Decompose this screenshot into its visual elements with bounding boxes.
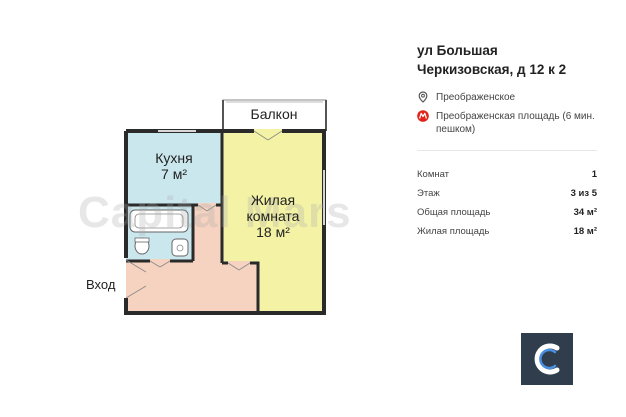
metro-row: Преображенская площадь (6 мин. пешком) [417, 110, 597, 136]
param-label: Общая площадь [417, 207, 491, 218]
param-row-floor: Этаж 3 из 5 [417, 184, 597, 203]
divider [417, 150, 597, 151]
bathtub-icon [129, 209, 189, 233]
balcony-area [222, 99, 327, 131]
param-value: 34 м² [573, 207, 597, 218]
floor-plan-drawing [124, 99, 327, 315]
kitchen-area [126, 131, 222, 205]
param-row-total-area: Общая площадь 34 м² [417, 203, 597, 222]
kitchen-label: Кухня 7 м² [126, 150, 222, 182]
param-label: Комнат [417, 169, 450, 180]
param-label: Этаж [417, 188, 440, 199]
district-name: Преображенское [436, 92, 516, 103]
address-title: ул Большая Черкизовская, д 12 к 2 [417, 43, 567, 77]
district-row: Преображенское [417, 91, 597, 104]
listing-info-panel: ул Большая Черкизовская, д 12 к 2 Преобр… [417, 41, 597, 241]
balcony-label: Балкон [250, 106, 298, 122]
param-value: 1 [591, 169, 597, 180]
metro-station: Преображенская площадь (6 мин. пешком) [436, 111, 595, 135]
param-value: 18 м² [573, 226, 597, 237]
living-room-name-line2: комната [246, 208, 300, 225]
entrance-label: Вход [86, 277, 116, 292]
param-value: 3 из 5 [570, 188, 597, 199]
floor-plan: Capital Mars Балкон Кухня 7 м² Жилая ком… [78, 99, 352, 315]
living-room-area [222, 131, 324, 313]
hall-area [126, 205, 258, 313]
metro-icon [417, 110, 429, 122]
watermark: Capital Mars [78, 188, 352, 237]
location-pin-icon [418, 91, 428, 103]
kitchen-name: Кухня [155, 150, 193, 166]
capital-mars-logo-icon [521, 333, 573, 385]
param-row-rooms: Комнат 1 [417, 165, 597, 184]
param-row-living-area: Жилая площадь 18 м² [417, 222, 597, 241]
living-room-area: 18 м² [256, 224, 290, 241]
param-label: Жилая площадь [417, 226, 490, 237]
sink-icon [171, 238, 189, 257]
living-room-name-line1: Жилая [250, 192, 296, 208]
living-room-label: Жилая комната 18 м² [222, 192, 324, 240]
kitchen-area: 7 м² [161, 166, 187, 183]
params-list: Комнат 1 Этаж 3 из 5 Общая площадь 34 м²… [417, 165, 597, 241]
